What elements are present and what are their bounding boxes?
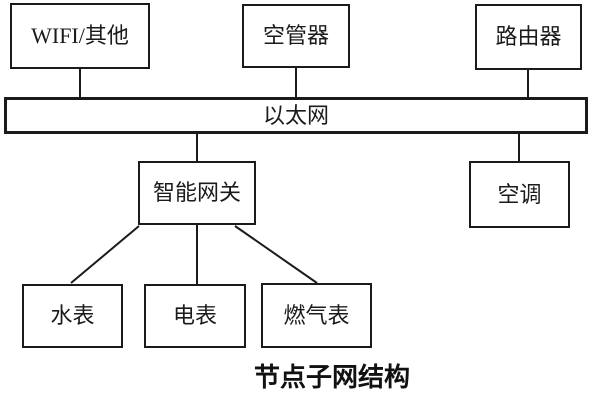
node-wifi: WIFI/其他 bbox=[10, 3, 150, 69]
ethernet-bus-label: 以太网 bbox=[262, 102, 329, 128]
node-electric-meter-label: 电表 bbox=[172, 303, 217, 328]
node-air-conditioner: 空调 bbox=[469, 161, 570, 228]
node-air-controller: 空管器 bbox=[242, 4, 350, 68]
node-wifi-label: WIFI/其他 bbox=[31, 23, 129, 48]
node-smart-gateway: 智能网关 bbox=[138, 161, 256, 225]
diagram-caption: 节点子网结构 bbox=[253, 362, 411, 392]
node-water-meter-label: 水表 bbox=[50, 303, 95, 328]
node-router-label: 路由器 bbox=[495, 24, 562, 49]
node-gas-meter: 燃气表 bbox=[261, 283, 372, 348]
node-electric-meter: 电表 bbox=[144, 284, 246, 348]
connector-gateway-watermeter bbox=[70, 225, 140, 284]
node-water-meter: 水表 bbox=[22, 284, 123, 348]
node-air-controller-label: 空管器 bbox=[262, 23, 329, 48]
connector-gateway-gasmeter bbox=[234, 225, 318, 284]
node-gas-meter-label: 燃气表 bbox=[283, 302, 350, 328]
node-router: 路由器 bbox=[475, 4, 582, 70]
node-smart-gateway-label: 智能网关 bbox=[152, 180, 241, 205]
ethernet-bus-bar: 以太网 bbox=[4, 97, 588, 134]
node-air-conditioner-label: 空调 bbox=[497, 181, 542, 207]
